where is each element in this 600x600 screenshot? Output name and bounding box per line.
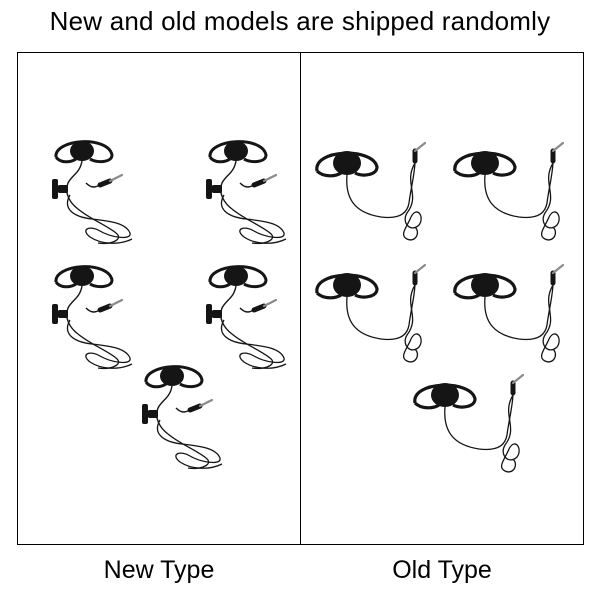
earpiece-image [315,263,427,363]
earpiece-image [206,265,287,370]
new-type-earpieces [52,140,287,470]
page-title: New and old models are shipped randomly [49,6,551,36]
old-type-panel [300,52,584,545]
earpiece-image [52,265,133,370]
old-type-caption: Old Type [392,556,492,584]
earpiece-image [453,141,565,241]
new-type-caption: New Type [103,556,215,584]
new-type-panel [17,52,301,545]
earpiece-image [52,140,133,245]
earpiece-image [413,373,525,473]
old-type-earpieces [315,141,565,473]
earpiece-image [453,263,565,363]
earpiece-image [206,140,287,245]
earpiece-image [315,141,427,241]
earpiece-image [142,365,223,470]
